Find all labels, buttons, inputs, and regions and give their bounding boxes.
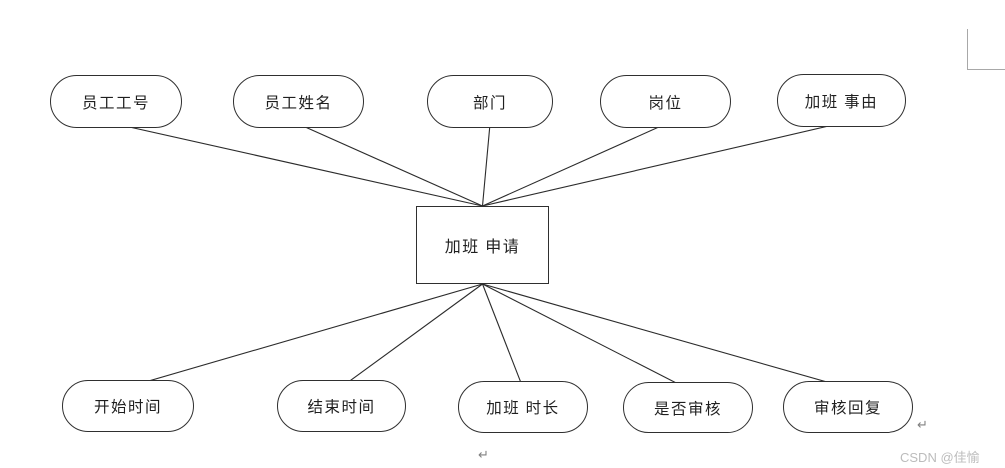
entity-overtime-application[interactable]: 加班 申请 xyxy=(416,206,549,284)
attribute-start-time[interactable]: 开始时间 xyxy=(62,380,194,432)
csdn-watermark: CSDN @佳愉 xyxy=(900,450,980,465)
connector-line xyxy=(115,123,483,207)
line-break-mark: ↵ xyxy=(478,448,489,463)
connector-line xyxy=(127,283,483,388)
attribute-employee-name[interactable]: 员工姓名 xyxy=(233,75,364,128)
attribute-label: 加班 事由 xyxy=(804,93,879,111)
connector-line xyxy=(481,123,491,207)
attribute-review-status[interactable]: 是否审核 xyxy=(623,382,753,433)
attribute-label: 岗位 xyxy=(648,94,683,112)
line-break-mark: ↵ xyxy=(917,418,928,433)
attribute-label: 部门 xyxy=(472,94,507,112)
attribute-label: 开始时间 xyxy=(93,399,162,416)
connector-line xyxy=(482,122,842,207)
attribute-label: 员工姓名 xyxy=(264,94,333,112)
attribute-department[interactable]: 部门 xyxy=(427,75,553,128)
connector-line xyxy=(298,123,483,207)
attribute-end-time[interactable]: 结束时间 xyxy=(277,380,406,432)
attribute-label: 加班 时长 xyxy=(486,400,560,417)
attribute-overtime-duration[interactable]: 加班 时长 xyxy=(458,381,588,433)
page-corner-mark xyxy=(967,68,1005,70)
connector-line xyxy=(482,283,849,389)
attribute-review-reply[interactable]: 审核回复 xyxy=(783,381,913,433)
attribute-overtime-reason[interactable]: 加班 事由 xyxy=(777,74,906,127)
attribute-label: 是否审核 xyxy=(653,400,722,418)
connector-line xyxy=(482,283,689,390)
connector-line xyxy=(482,123,666,207)
attribute-label: 结束时间 xyxy=(307,399,376,416)
connector-line xyxy=(481,283,524,389)
attribute-employee-id[interactable]: 员工工号 xyxy=(50,75,182,128)
attribute-label: 员工工号 xyxy=(81,94,150,112)
attribute-label: 审核回复 xyxy=(813,400,882,417)
page-corner-mark xyxy=(967,29,969,69)
attribute-position[interactable]: 岗位 xyxy=(600,75,731,128)
connector-line xyxy=(341,283,483,388)
entity-label: 加班 申请 xyxy=(444,239,521,256)
